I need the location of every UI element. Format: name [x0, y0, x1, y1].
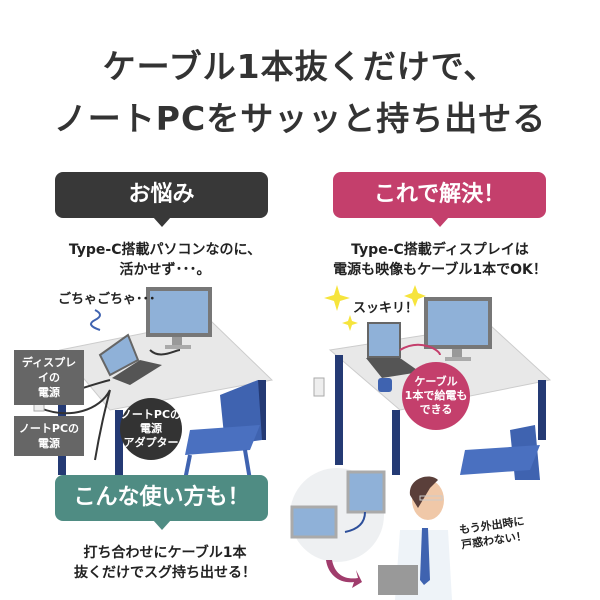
tangle-icon [90, 309, 101, 331]
monitor-icon [424, 297, 492, 361]
person-icon [378, 476, 452, 600]
mug-icon [378, 378, 392, 392]
adapter-line2: 電源 [139, 422, 162, 435]
usage-desc-line2: 抜くだけでスグ持ち出せる！ [74, 565, 256, 581]
laptop-icon [366, 322, 420, 378]
chair-icon [460, 425, 540, 480]
solution-desc: Type-C搭載ディスプレイは 電源も映像もケーブル1本でOK！ [310, 240, 570, 280]
headline-line2: ノートPCをサッッと持ち出せる [53, 99, 547, 138]
adapter-line1: ノートPCの [120, 408, 182, 421]
adapter-callout: ノートPCの電源アダプター [120, 398, 182, 460]
display-power-label-line2: 電源 [38, 386, 60, 399]
callout-line2: 1本で給電も [404, 389, 468, 402]
problem-badge: お悩み [55, 172, 268, 227]
solution-desc-line2: 電源も映像もケーブル1本でOK！ [333, 262, 547, 278]
messy-desk-illustration [33, 287, 274, 480]
messy-text: ごちゃごちゃ･･･ [58, 292, 156, 307]
display-power-label-line1: ディスプレイの [21, 356, 77, 384]
callout-line3: できる [419, 403, 453, 416]
pc-power-label-line1: ノートPCの [18, 422, 80, 435]
arrow-icon [326, 560, 362, 588]
desk-leg [258, 380, 266, 440]
wall-outlet-icon [313, 377, 325, 397]
desk-leg [115, 410, 123, 475]
usage-desc: 打ち合わせにケーブル1本 抜くだけでスグ持ち出せる！ [40, 543, 290, 583]
carry-out-illustration [290, 468, 452, 600]
problem-desc-line2: 活かせず･･･。 [119, 262, 211, 278]
usage-desc-line1: 打ち合わせにケーブル1本 [83, 545, 247, 561]
problem-desc-line1: Type-C搭載パソコンなのに、 [68, 242, 262, 258]
clean-text: スッキリ！ [353, 301, 419, 316]
solution-badge: これで解決！ [333, 172, 546, 227]
callout-line1: ケーブル [414, 375, 458, 388]
desk-leg [538, 380, 546, 440]
laptop-icon [98, 333, 162, 385]
type-c-cable [399, 343, 441, 356]
cable-detail [344, 511, 366, 533]
monitor-detail [346, 470, 386, 514]
problem-desc: Type-C搭載パソコンなのに、 活かせず･･･。 [40, 240, 290, 280]
laptop-detail [290, 505, 338, 539]
sparkle-icon [324, 285, 426, 331]
desk-leg [335, 355, 343, 465]
pc-power-label-line2: 電源 [38, 437, 60, 450]
monitor-icon [146, 287, 212, 349]
headline-line1: ケーブル1本抜くだけで、 [102, 47, 498, 86]
chair-icon [183, 380, 262, 480]
usage-badge: こんな使い方も！ [55, 475, 268, 530]
desk-leg [392, 410, 400, 475]
solution-desc-line1: Type-C搭載ディスプレイは [351, 242, 529, 258]
adapter-line3: アダプター [123, 436, 179, 449]
pc-power-label: ノートPCの電源 [14, 416, 84, 456]
display-power-label: ディスプレイの電源 [14, 350, 84, 405]
